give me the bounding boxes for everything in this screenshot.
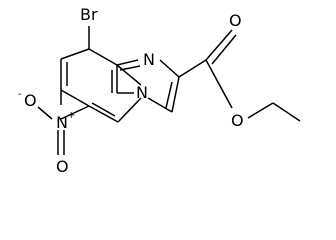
bond-c8a-n-bridge bbox=[116, 64, 142, 86]
nitro-minus-charge: - bbox=[18, 89, 22, 100]
bond-carbonyl-o-double-b bbox=[211, 34, 237, 65]
ring-nitrogen-top-label: N bbox=[143, 50, 155, 69]
ester-oxygen-label: O bbox=[231, 111, 244, 130]
nitro-nitrogen-label: N bbox=[56, 113, 68, 132]
bond-c3-n-bridge bbox=[147, 97, 173, 113]
nitro-plus-charge: + bbox=[67, 110, 75, 121]
bond-c5-c6-double bbox=[91, 102, 116, 117]
bond-c2-c3-double bbox=[165, 81, 173, 109]
bond-c2-carbonyl bbox=[178, 59, 207, 78]
bond-c6-to-nitro bbox=[60, 105, 90, 120]
bond-c6-c7 bbox=[60, 89, 90, 107]
chemical-structure: Br N N N + O - O O O bbox=[18, 5, 301, 176]
bond-c8a-n1-double bbox=[119, 65, 141, 71]
bond-c2-c3 bbox=[171, 76, 180, 113]
bond-carbonyl-o-double-a bbox=[205, 29, 233, 61]
bond-ethyl-ch2-ch3 bbox=[272, 102, 301, 122]
nitro-oxygen-top-label: O bbox=[24, 91, 37, 110]
ring-nitrogen-bridge-label: N bbox=[136, 83, 148, 102]
bond-c8-c8a bbox=[88, 48, 118, 66]
bond-n-bridge-c5 bbox=[117, 97, 142, 123]
bond-c8a-n1 bbox=[116, 59, 139, 66]
carbonyl-oxygen-label: O bbox=[229, 11, 242, 30]
bond-c5-c6 bbox=[88, 105, 119, 123]
bond-o-ethyl-ch2 bbox=[247, 102, 274, 119]
bond-nitro-n-o-top bbox=[37, 106, 53, 120]
bond-n1-c2 bbox=[159, 59, 180, 78]
nitro-oxygen-bottom-label: O bbox=[56, 157, 69, 176]
bromine-label: Br bbox=[80, 5, 98, 24]
bond-carbonyl-o-ester bbox=[205, 59, 233, 109]
bond-c8-ring-top bbox=[60, 48, 90, 60]
